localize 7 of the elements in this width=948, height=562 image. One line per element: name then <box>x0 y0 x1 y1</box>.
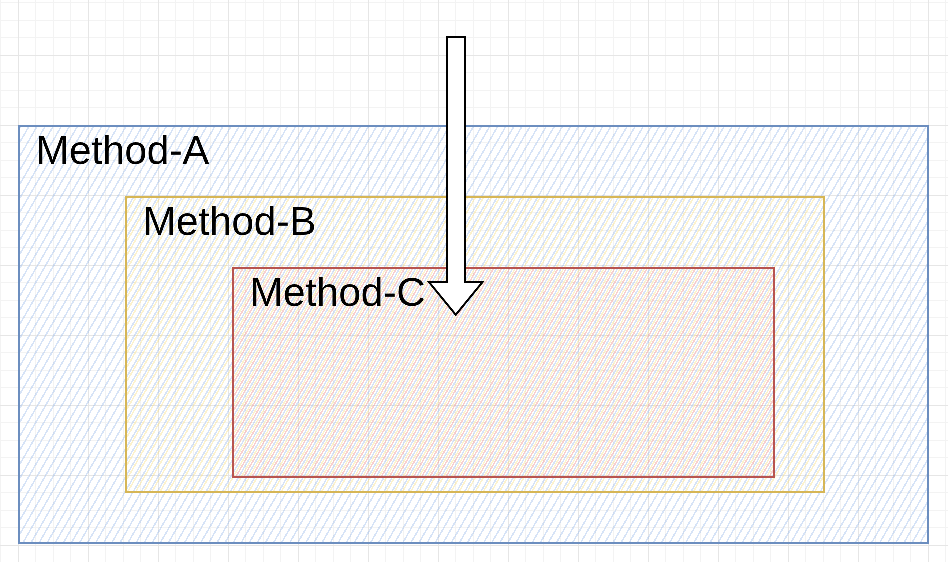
inner-frame <box>232 267 775 478</box>
outer-frame <box>18 125 929 544</box>
frame-title: Method-A <box>36 128 210 174</box>
frame-title: Method-C <box>250 270 426 316</box>
middle-frame <box>125 196 825 493</box>
frame-title: Method-B <box>143 199 316 245</box>
block-arrow <box>426 36 486 317</box>
